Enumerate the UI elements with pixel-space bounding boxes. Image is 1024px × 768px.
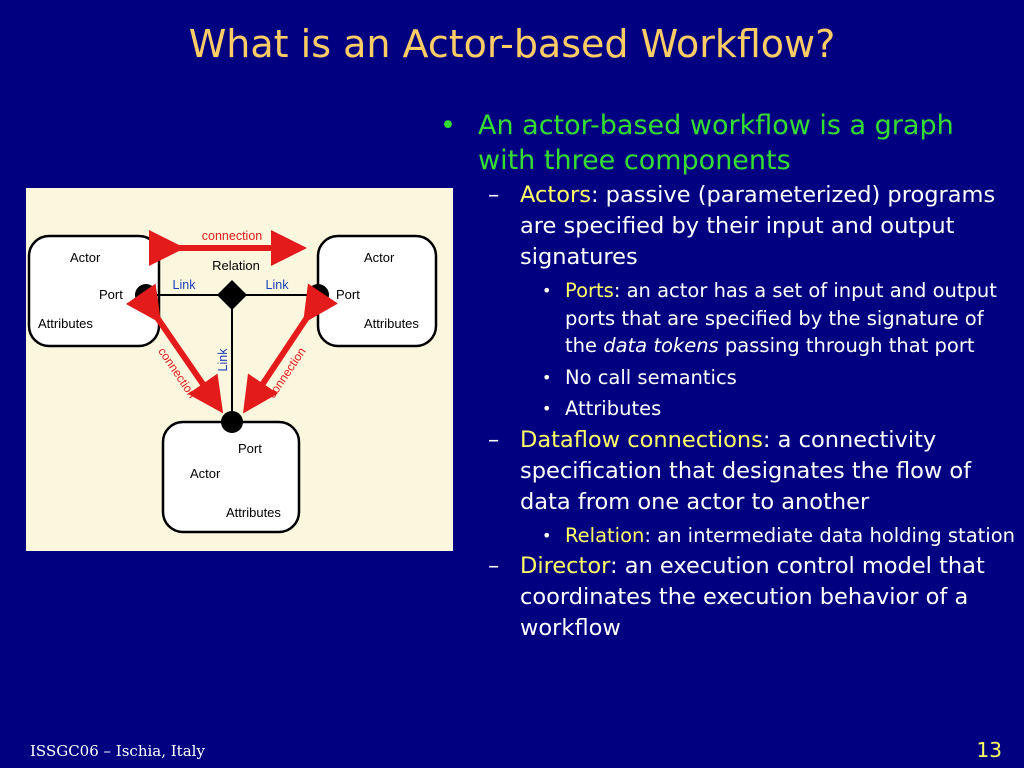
ports-item: • Ports: an actor has a set of input and … (436, 277, 1016, 360)
dataflow-term: Dataflow connections (520, 426, 763, 453)
bullet-dot-icon: • (440, 110, 456, 141)
page-number: 13 (976, 738, 1002, 762)
right-attributes-label: Attributes (364, 316, 419, 331)
director-text: : an execution control model that coordi… (520, 553, 985, 641)
bottom-attributes-label: Attributes (226, 505, 281, 520)
actor-workflow-diagram: connection Relation Link Link Link conne… (26, 188, 453, 551)
right-port-dot (307, 284, 329, 306)
link-label-left: Link (173, 278, 197, 292)
bullet-dot-icon: • (542, 367, 552, 387)
ports-text-1: : an actor has a set of input and output… (565, 279, 997, 357)
main-bullet-text: An actor-based workflow is a graph with … (478, 110, 954, 176)
attributes-item: • Attributes (436, 395, 1016, 423)
bullet-dot-icon: • (542, 281, 552, 300)
link-label-right: Link (266, 278, 290, 292)
dataflow-item: –Dataflow connections: a connectivity sp… (436, 425, 1016, 518)
main-bullet: • An actor-based workflow is a graph with… (436, 108, 1016, 178)
connection-label-top: connection (202, 229, 263, 243)
link-label-vertical: Link (216, 348, 230, 372)
relation-item: • Relation: an intermediate data holding … (436, 522, 1016, 550)
dash-icon: – (488, 426, 500, 453)
right-actor-label: Actor (364, 250, 395, 265)
relation-label: Relation (212, 258, 260, 273)
ports-italic: data tokens (603, 334, 719, 357)
actors-text: : passive (parameterized) programs are s… (520, 182, 996, 270)
left-port-label: Port (99, 287, 123, 302)
bottom-port-label: Port (238, 441, 262, 456)
footer-text: ISSGC06 – Ischia, Italy (30, 742, 205, 760)
director-item: –Director: an execution control model th… (436, 551, 1016, 644)
connection-arrow-left (125, 283, 224, 414)
dash-icon: – (488, 182, 500, 208)
dataflow-text: : a connectivity specification that desi… (520, 426, 972, 515)
slide-title: What is an Actor-based Workflow? (188, 22, 836, 66)
dash-icon: – (488, 553, 500, 579)
relation-diamond (217, 280, 247, 310)
director-term: Director (520, 553, 610, 579)
bottom-actor-label: Actor (190, 466, 221, 481)
right-port-label: Port (336, 287, 360, 302)
slide-content: • An actor-based workflow is a graph with… (436, 108, 1016, 644)
bullet-dot-icon: • (542, 525, 552, 545)
no-call-text: No call semantics (565, 365, 737, 389)
left-attributes-label: Attributes (38, 316, 93, 331)
bottom-port-dot (221, 411, 243, 433)
actors-term: Actors (520, 182, 591, 208)
relation-text: : an intermediate data holding station (644, 523, 1016, 547)
attributes-text: Attributes (565, 397, 662, 420)
relation-term: Relation (565, 523, 645, 547)
ports-term: Ports (565, 279, 614, 302)
connection-arrow-right (243, 283, 338, 414)
no-call-item: • No call semantics (436, 364, 1016, 392)
left-actor-label: Actor (70, 250, 101, 265)
ports-text-2: passing through that port (718, 334, 975, 357)
left-port-dot (135, 284, 157, 306)
bullet-dot-icon: • (542, 399, 552, 418)
actors-item: –Actors: passive (parameterized) program… (436, 180, 1016, 273)
